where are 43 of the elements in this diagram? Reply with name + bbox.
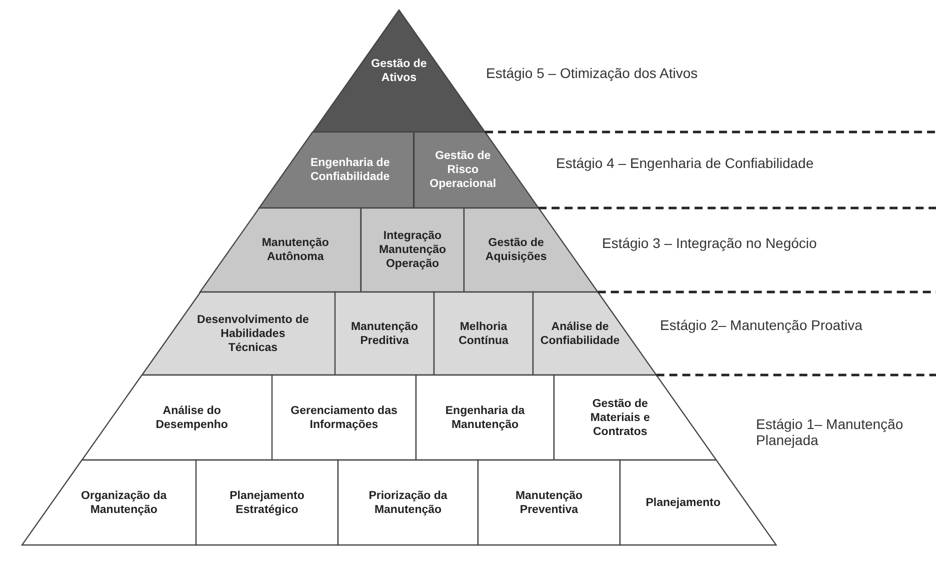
cell-label: Engenharia de Confiabilidade (309, 156, 391, 184)
pyramid-cell (259, 132, 414, 208)
stage-label: Estágio 3 – Integração no Negócio (602, 235, 818, 251)
cell-label: Gerenciamento das Informações (290, 404, 398, 432)
pyramid-cell (620, 460, 776, 545)
cell-label: Análise do Desempenho (154, 404, 229, 432)
pyramid-cell (416, 375, 554, 460)
pyramid-cell (554, 375, 716, 460)
stage-label: Estágio 1– Manutenção Planejada (756, 416, 904, 448)
cell-label: Organização da Manutenção (80, 488, 168, 516)
pyramid-cell (142, 292, 335, 375)
pyramid-cell (464, 208, 598, 292)
pyramid-cell (533, 292, 656, 375)
cell-label: Planejamento Estratégico (228, 488, 306, 516)
cell-label: Manutenção Autônoma (260, 236, 330, 264)
cell-label: Manutenção Preventiva (514, 488, 584, 516)
pyramid-cell (335, 292, 434, 375)
cell-label: Gestão de Ativos (370, 57, 428, 85)
stage-label: Estágio 4 – Engenharia de Confiabilidade (556, 155, 815, 171)
pyramid-cell (22, 460, 196, 545)
cell-label: Melhoria Contínua (458, 320, 510, 348)
cell-label: Manutenção Preditiva (350, 320, 420, 348)
pyramid-cell (338, 460, 478, 545)
cell-label: Integração Manutenção Operação (378, 229, 448, 271)
pyramid-cell (200, 208, 361, 292)
pyramid-cell (478, 460, 620, 545)
pyramid-cell (414, 132, 539, 208)
cell-label: Gestão de Risco Operacional (428, 149, 498, 191)
pyramid-cell (82, 375, 272, 460)
pyramid-cell (272, 375, 416, 460)
cell-label: Gestão de Materiais e Contratos (589, 396, 651, 438)
cell-label: Análise de Confiabilidade (539, 320, 621, 348)
cell-label: Desenvolvimento de Habilidades Técnicas (196, 312, 310, 354)
pyramid-cell (312, 10, 485, 132)
pyramid-cell (434, 292, 533, 375)
stage-label: Estágio 5 – Otimização dos Ativos (486, 65, 699, 81)
pyramid-cell (196, 460, 338, 545)
cell-label: Planejamento (644, 496, 722, 510)
cell-label: Engenharia da Manutenção (444, 404, 526, 432)
stage-label: Estágio 2– Manutenção Proativa (660, 317, 864, 333)
cell-label: Gestão de Aquisições (484, 236, 548, 264)
cell-label: Priorização da Manutenção (368, 488, 448, 516)
pyramid-cell (361, 208, 464, 292)
